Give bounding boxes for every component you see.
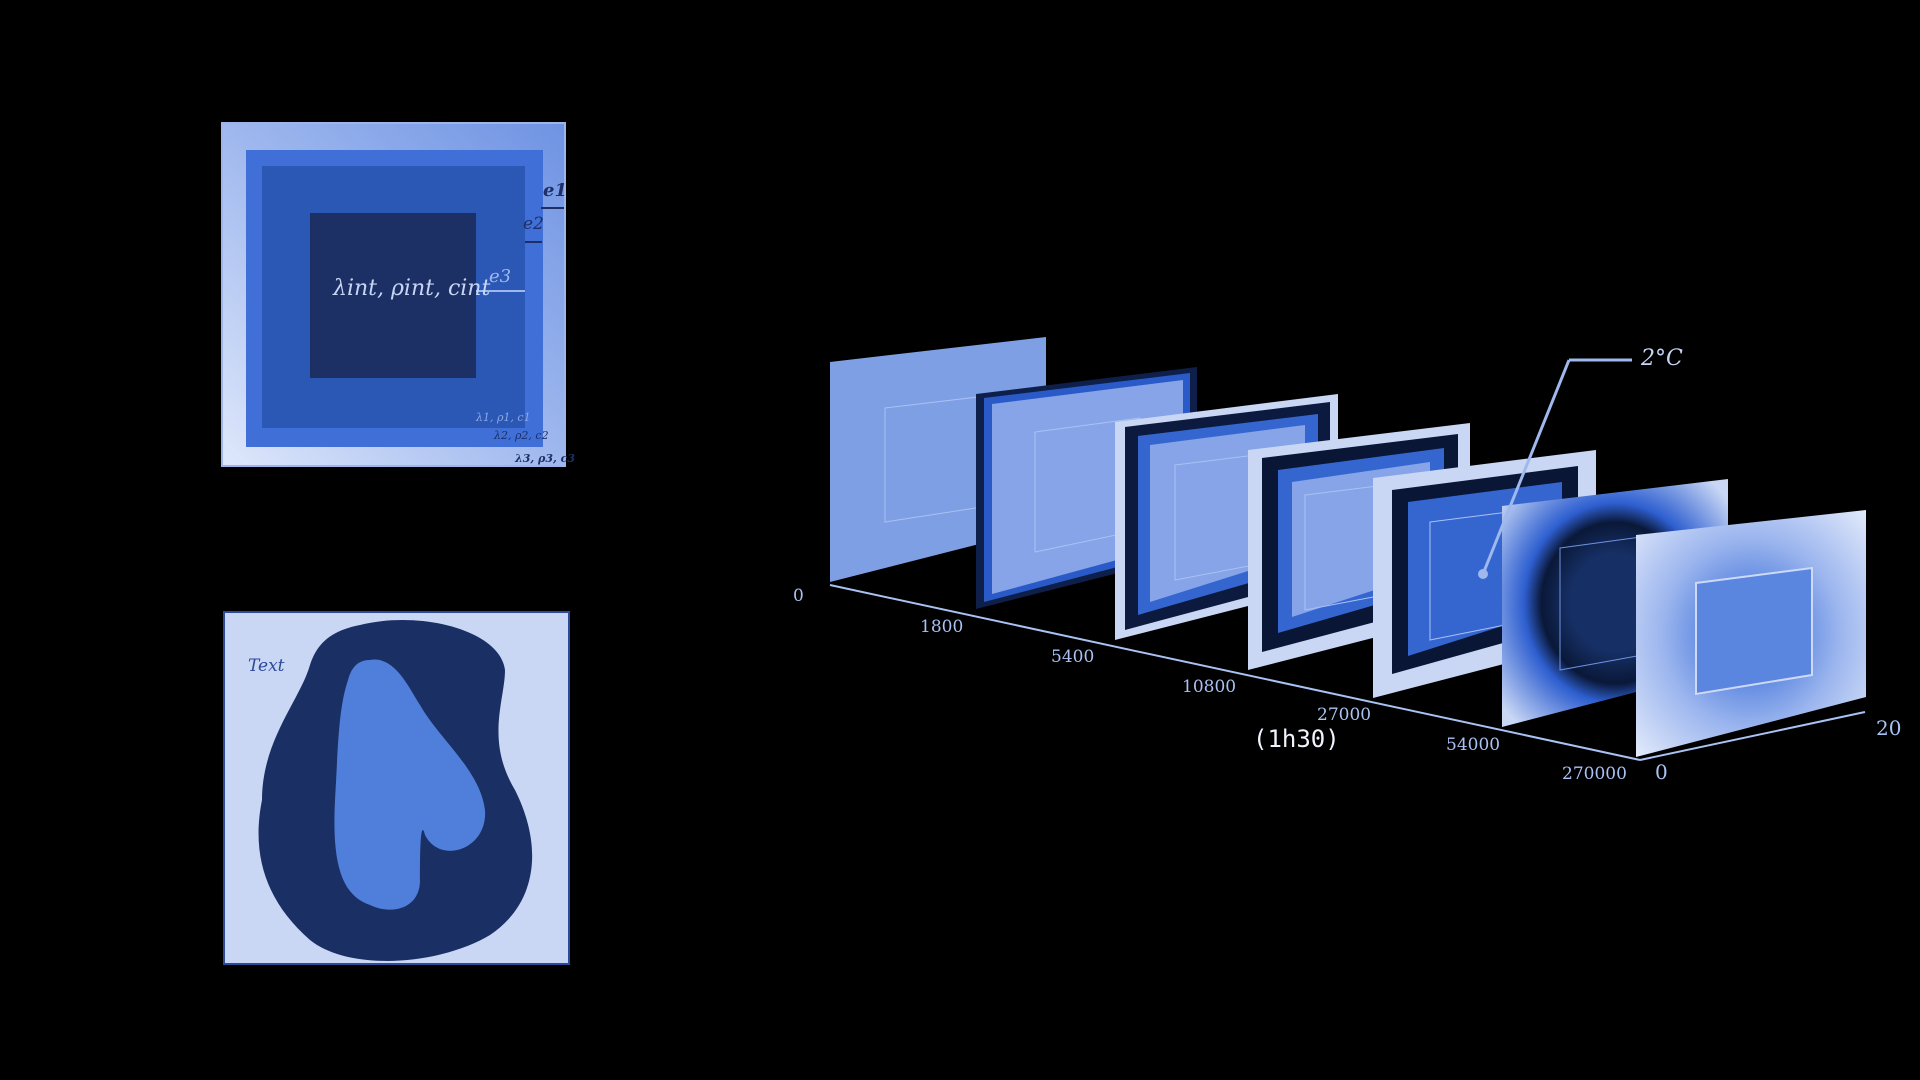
e1-label: e1	[543, 180, 567, 201]
depth-tick-20: 20	[1876, 716, 1902, 740]
depth-axis	[1639, 711, 1866, 761]
depth-tick-0: 0	[1655, 760, 1668, 784]
highlight-time-label: (1h30)	[1253, 725, 1340, 753]
time-axis	[829, 584, 1641, 761]
time-tick-27000: 27000	[1317, 705, 1372, 725]
time-tick-54000: 54000	[1446, 735, 1501, 755]
temperature-label: 2°C	[1641, 346, 1683, 371]
layer-3-label: λ3, ρ3, c3	[515, 452, 576, 465]
time-tick-1800: 1800	[920, 617, 964, 637]
time-tick-0: 0	[793, 586, 804, 606]
inner-blob	[334, 659, 486, 910]
e3-label: e3	[489, 266, 512, 287]
time-tick-5400: 5400	[1051, 647, 1095, 667]
e2-label: e2	[523, 214, 544, 234]
slice-stack	[829, 337, 1866, 761]
time-tick-10800: 10800	[1182, 677, 1237, 697]
exterior-temp-label: Text	[248, 656, 285, 676]
interior-core	[310, 213, 476, 378]
blob-panel	[223, 611, 570, 965]
temperature-annotation	[1478, 358, 1632, 579]
time-tick-270000: 270000	[1562, 764, 1627, 784]
interior-label: λint, ρint, cint	[333, 276, 491, 301]
layer-1-label: λ1, ρ1, c1	[476, 411, 531, 424]
layer-2-label: λ2, ρ2, c2	[494, 429, 549, 442]
layered-box	[221, 122, 566, 467]
